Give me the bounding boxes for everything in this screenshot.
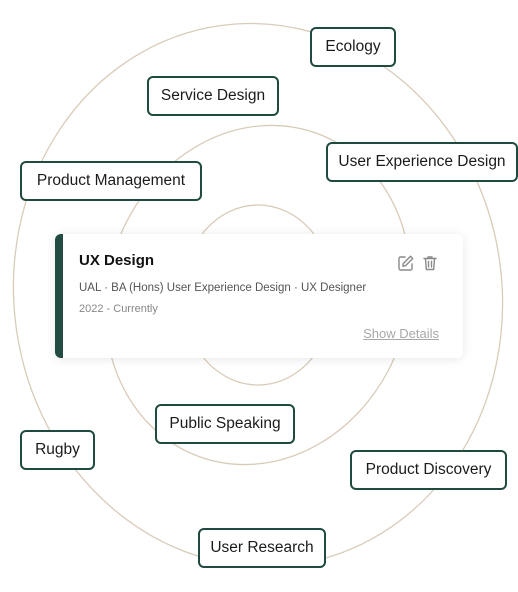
skill-chip-rugby[interactable]: Rugby: [20, 430, 95, 470]
card-period: 2022 - Currently: [79, 303, 158, 315]
card-title: UX Design: [79, 252, 155, 269]
skill-chip-user-research[interactable]: User Research: [198, 528, 326, 568]
skill-chip-product-management[interactable]: Product Management: [20, 161, 202, 201]
skill-chip-product-discovery[interactable]: Product Discovery: [350, 450, 507, 490]
skill-chip-ecology[interactable]: Ecology: [310, 27, 396, 67]
skill-chip-service-design[interactable]: Service Design: [147, 76, 279, 116]
trash-icon[interactable]: [421, 254, 439, 272]
skill-chip-public-speaking[interactable]: Public Speaking: [155, 404, 295, 444]
pencil-edit-icon[interactable]: [397, 254, 415, 272]
show-details-link[interactable]: Show Details: [363, 326, 439, 341]
card-details: UAL · BA (Hons) User Experience Design ·…: [79, 282, 367, 294]
experience-card: UX Design UAL · BA (Hons) User Experienc…: [55, 234, 463, 358]
skill-chip-user-experience-design[interactable]: User Experience Design: [326, 142, 518, 182]
